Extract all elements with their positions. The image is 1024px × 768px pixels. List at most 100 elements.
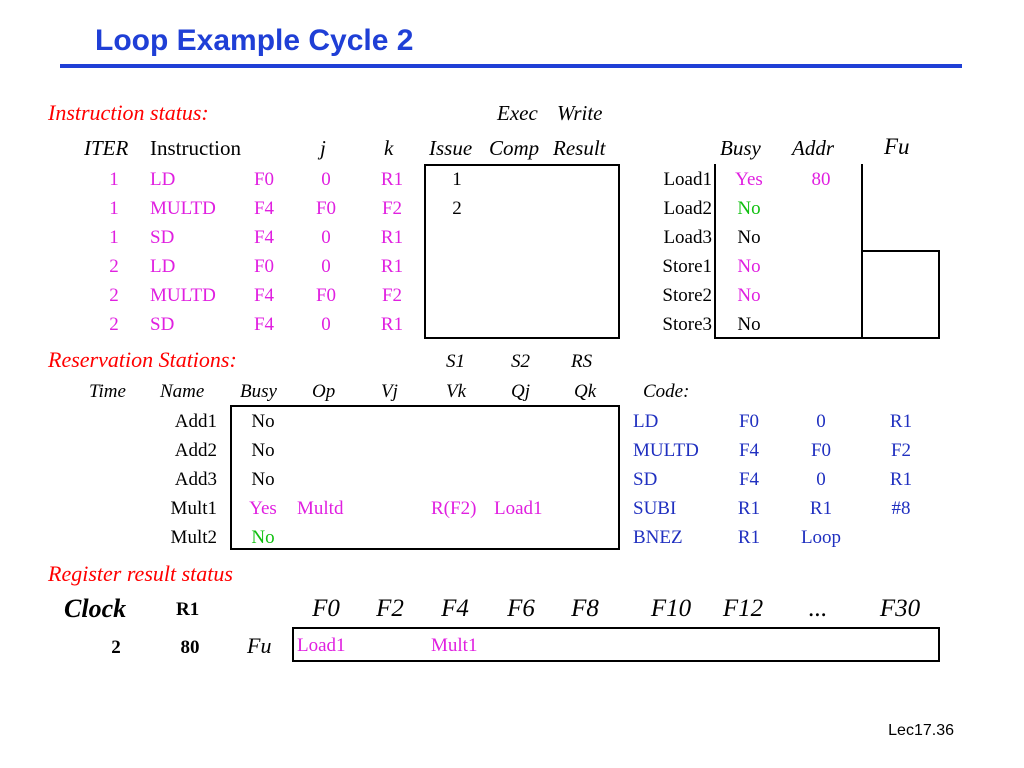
page-title: Loop Example Cycle 2 [95, 24, 414, 57]
clock-value: 2 [111, 637, 121, 658]
rs-busy-header: Busy [240, 381, 277, 402]
instr-k: F2 [381, 198, 403, 219]
buffer-busy: No [737, 285, 761, 306]
instr-j: 0 [321, 169, 331, 190]
instr-dest: F4 [253, 314, 275, 335]
clock-label: Clock [64, 594, 127, 623]
write-header: Write [557, 101, 603, 125]
instr-issue: 2 [452, 198, 462, 219]
instr-dest: F4 [253, 285, 275, 306]
title-rule [60, 64, 962, 68]
buffer-busy: No [737, 314, 761, 335]
buffer-busy: No [737, 198, 761, 219]
rs-name: Add2 [174, 440, 217, 461]
buffer-bottom-border [714, 337, 940, 339]
code-op: BNEZ [633, 527, 683, 548]
register-f6-header: F6 [507, 595, 535, 622]
register-f0-header: F0 [312, 595, 340, 622]
code-arg: F4 [738, 440, 760, 461]
j-header: j [320, 136, 326, 160]
slide-number: Lec17.36 [888, 722, 954, 739]
instruction-status-box [424, 164, 620, 339]
addr-header: Addr [792, 136, 834, 160]
code-op: SUBI [633, 498, 677, 519]
register-f4-header: F4 [441, 595, 469, 622]
busy-header: Busy [720, 136, 761, 160]
instr-dest: F0 [253, 169, 275, 190]
code-arg: 0 [816, 411, 826, 432]
register-f2-header: F2 [376, 595, 404, 622]
vk-header: Vk [446, 381, 467, 402]
instr-iter: 2 [109, 256, 119, 277]
rs-busy: Yes [249, 498, 277, 519]
register-fu-value: Load1 [297, 635, 346, 656]
buffer-name: Load2 [663, 198, 712, 219]
code-arg: R1 [737, 527, 761, 548]
instr-k: R1 [380, 227, 404, 248]
time-header: Time [89, 381, 126, 402]
code-arg: R1 [889, 411, 913, 432]
code-arg: 0 [816, 469, 826, 490]
code-arg: R1 [737, 498, 761, 519]
instr-j: F0 [315, 198, 337, 219]
instr-op: SD [150, 227, 175, 248]
r1-label: R1 [176, 599, 200, 620]
exec-header: Exec [497, 101, 538, 125]
fu-row-label: Fu [247, 633, 272, 658]
name-header: Name [160, 381, 205, 402]
rs-vk: R(F2) [431, 498, 477, 519]
instr-op: LD [150, 256, 176, 277]
code-op: LD [633, 411, 659, 432]
code-arg: F0 [810, 440, 832, 461]
rs-name: Add3 [174, 469, 217, 490]
register-dotsdotsdots-header: ... [808, 595, 828, 622]
r1-value: 80 [180, 637, 200, 658]
instr-k: F2 [381, 285, 403, 306]
rs-busy: No [251, 411, 275, 432]
buffer-name: Store2 [662, 285, 712, 306]
buffer-name: Store3 [662, 314, 712, 335]
code-arg: #8 [891, 498, 911, 519]
register-f30-header: F30 [879, 595, 921, 622]
register-fu-value: Mult1 [431, 635, 478, 656]
rs-op: Multd [297, 498, 344, 519]
buffer-left-border [714, 164, 716, 339]
instr-issue: 1 [452, 169, 462, 190]
instr-k: R1 [380, 256, 404, 277]
instr-dest: F0 [253, 256, 275, 277]
code-arg: Loop [800, 527, 842, 548]
code-arg: F4 [738, 469, 760, 490]
reservation-stations-box [230, 405, 620, 550]
instr-j: 0 [321, 256, 331, 277]
vj-header: Vj [381, 381, 398, 402]
buffer-busy: No [737, 256, 761, 277]
qj-header: Qj [511, 381, 530, 402]
result-header: Result [553, 136, 606, 160]
s1-header: S1 [446, 351, 465, 372]
rs-name: Mult2 [170, 527, 217, 548]
fu-header: Fu [884, 134, 910, 159]
buffer-name: Load1 [663, 169, 712, 190]
rs-name: Add1 [174, 411, 217, 432]
reservation-stations-heading: Reservation Stations: [48, 347, 237, 372]
instr-k: R1 [380, 314, 404, 335]
s2-header: S2 [511, 351, 530, 372]
register-status-heading: Register result status [48, 561, 233, 586]
register-fu-box [292, 627, 940, 662]
instr-op: SD [150, 314, 175, 335]
code-arg: R1 [809, 498, 833, 519]
code-arg: F2 [890, 440, 912, 461]
instr-op: MULTD [150, 285, 216, 306]
instr-iter: 1 [109, 198, 119, 219]
instr-iter: 1 [109, 227, 119, 248]
instruction-status-heading: Instruction status: [48, 100, 209, 125]
comp-header: Comp [489, 136, 540, 160]
instr-iter: 1 [109, 169, 119, 190]
instr-dest: F4 [253, 198, 275, 219]
register-f8-header: F8 [571, 595, 599, 622]
rs-name: Mult1 [170, 498, 217, 519]
instr-j: 0 [321, 227, 331, 248]
store-fu-right-border [938, 250, 940, 339]
rs-header: RS [571, 351, 593, 372]
instr-iter: 2 [109, 285, 119, 306]
